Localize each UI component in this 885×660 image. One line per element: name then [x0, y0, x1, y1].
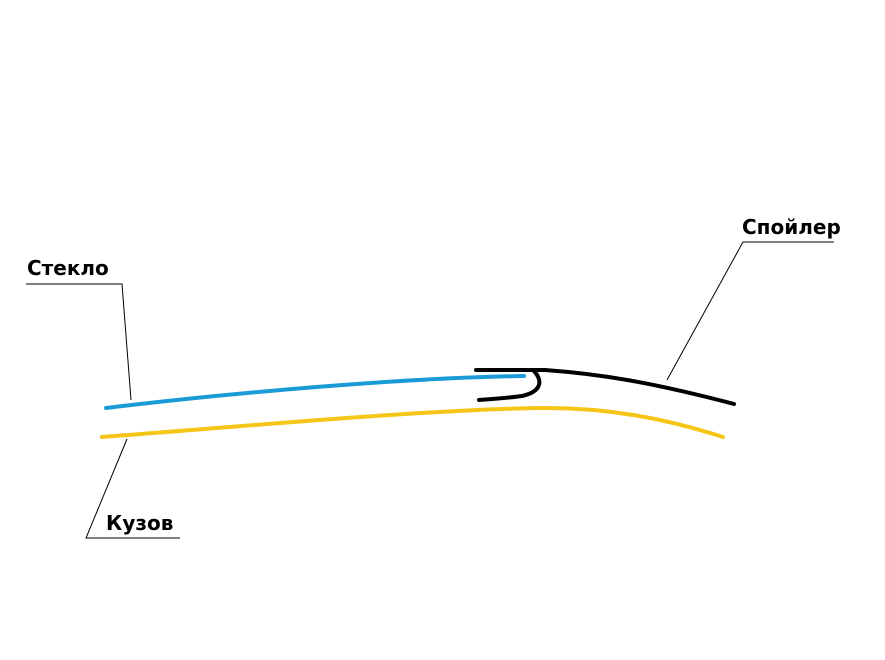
glass-label: Стекло — [27, 256, 109, 280]
spoiler-top-line — [474, 368, 736, 406]
glass-leader-line — [26, 283, 132, 401]
body-label: Кузов — [106, 511, 173, 535]
spoiler-leader-line — [666, 241, 834, 381]
spoiler-label: Спойлер — [742, 215, 841, 239]
spoiler-hook — [477, 369, 542, 402]
body-leader-line — [85, 438, 180, 539]
glass-line — [104, 374, 526, 410]
body-curve — [100, 405, 725, 439]
